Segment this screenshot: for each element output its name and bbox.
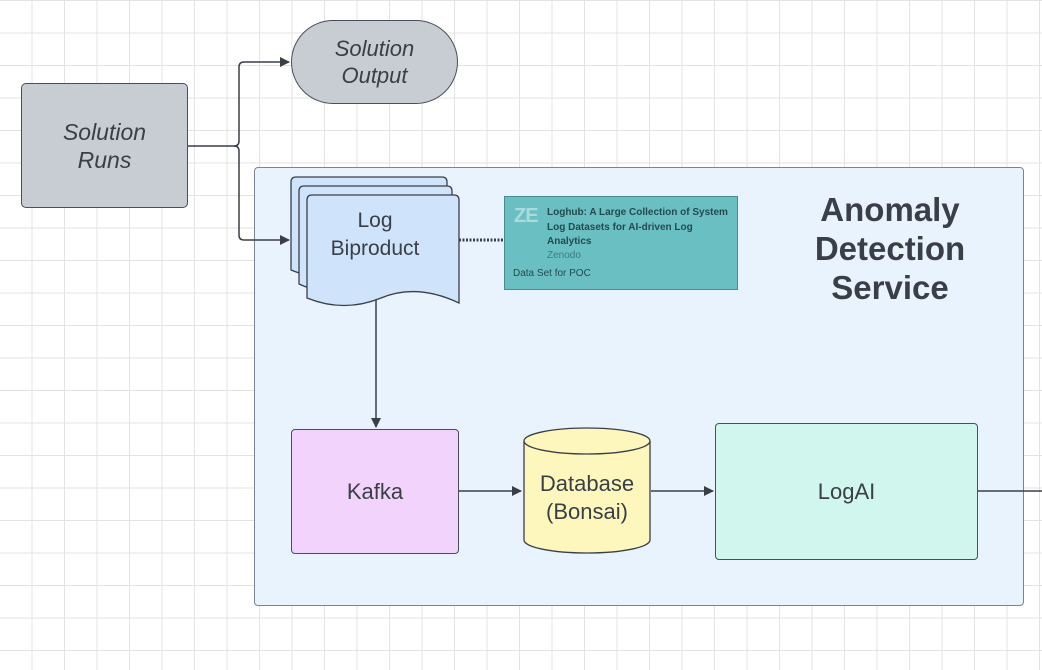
- kafka-label: Kafka: [346, 478, 404, 504]
- log-biproduct-label-box: Log Biproduct: [305, 200, 445, 270]
- log-biproduct-label: Log Biproduct: [330, 209, 420, 260]
- database-cylinder-top: [523, 427, 651, 455]
- kafka-box[interactable]: Kafka: [291, 429, 459, 554]
- dataset-title: Loghub: A Large Collection of System Log…: [547, 207, 728, 247]
- runs-to-log-connector[interactable]: [233, 145, 290, 245]
- runs-to-output-connector[interactable]: [188, 57, 290, 147]
- service-title-box: Anomaly Detection Service: [780, 188, 1000, 308]
- database-label-box: Database (Bonsai): [523, 458, 651, 538]
- database-cylinder-body: [523, 441, 651, 554]
- logai-label: LogAI: [817, 478, 876, 504]
- document-front-page: [306, 194, 460, 307]
- log-biproduct-document-stack[interactable]: [290, 176, 460, 307]
- database-cylinder[interactable]: [523, 427, 651, 554]
- dataset-link-card[interactable]: ZE Loghub: A Large Collection of System …: [504, 196, 738, 290]
- zenodo-logo-icon: ZE: [514, 205, 539, 227]
- dataset-description: Data Set for POC: [513, 268, 591, 279]
- database-label: Database (Bonsai): [539, 471, 635, 524]
- solution-runs-label: Solution Runs: [62, 118, 147, 173]
- solution-runs-box[interactable]: Solution Runs: [21, 83, 188, 208]
- logai-box[interactable]: LogAI: [715, 423, 978, 560]
- solution-output-label: Solution Output: [334, 36, 415, 88]
- dataset-source: Zenodo: [547, 250, 581, 261]
- service-title: Anomaly Detection Service: [814, 190, 966, 306]
- solution-output-terminator[interactable]: Solution Output: [291, 20, 458, 104]
